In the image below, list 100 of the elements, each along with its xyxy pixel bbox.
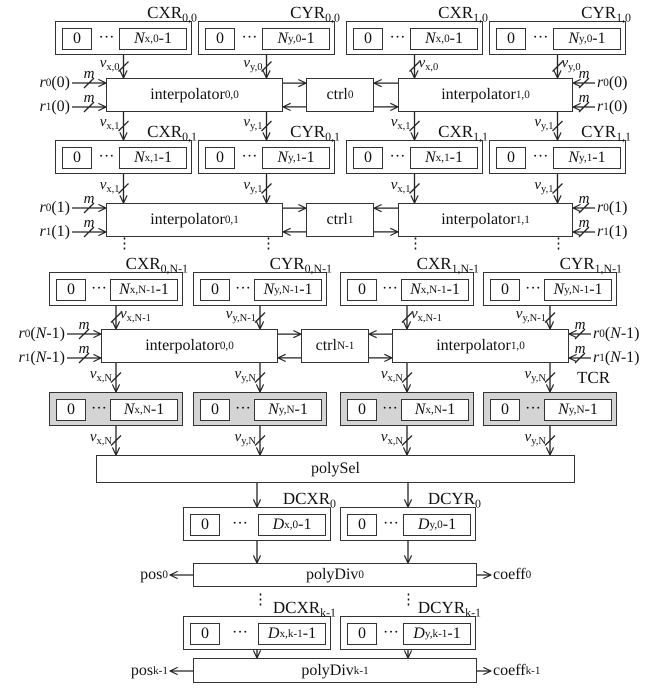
edge-label: m: [578, 90, 590, 106]
arrow: [368, 330, 392, 338]
edge-label: v$_{x,N-1}$: [411, 306, 442, 322]
register-slot: 0: [205, 28, 235, 50]
arrow: [252, 541, 262, 564]
edge-label: m: [84, 90, 94, 106]
edge-label: m: [78, 317, 90, 333]
arrow: [66, 328, 102, 340]
arrow: [66, 352, 102, 364]
ellipsis: ···: [235, 401, 251, 417]
arrow: [118, 54, 130, 79]
arrow: [278, 330, 302, 338]
edge-label: v$_{x,N}$: [380, 366, 403, 382]
arrow: [408, 111, 420, 141]
register-name: CXR$_{0,1}$: [147, 123, 197, 141]
register-slot: 0: [353, 147, 383, 169]
register-name: CYR$_{0,1}$: [290, 123, 340, 141]
edge-label: m: [84, 191, 94, 207]
edge-label: v$_{x,N}$: [380, 428, 403, 444]
edge-label: v$_{y,N}$: [234, 428, 256, 444]
arrow: [260, 111, 272, 141]
arrow: [374, 102, 399, 112]
ellipsis: ···: [232, 516, 248, 532]
register-group-label: TCR: [577, 370, 610, 386]
continuation-dots: ⋮: [117, 236, 132, 252]
edge-label: v$_{x,N}$: [90, 366, 112, 382]
arrow: [401, 305, 413, 330]
ellipsis: ···: [382, 281, 398, 297]
edge-label: m: [84, 66, 94, 82]
arrow: [568, 352, 592, 364]
register-box: [483, 392, 617, 426]
arrow: [169, 666, 193, 676]
register-slot: 0: [190, 514, 220, 536]
edge-label: v$_{y,1}$: [243, 176, 262, 192]
edge-label: m: [574, 317, 586, 333]
arrow: [260, 54, 272, 79]
register-name: CYR$_{1,1}$: [581, 123, 631, 141]
arrow: [401, 362, 413, 393]
register-name: CXR$_{0,0}$: [147, 4, 197, 22]
edge-label: v$_{x,0}$: [418, 54, 438, 70]
register-name: DCXR$_{k-1}$: [272, 599, 336, 617]
edge-label: v$_{x,N-1}$: [120, 306, 151, 322]
arrow: [404, 650, 412, 659]
arrow: [254, 425, 266, 456]
continuation-dots: ⋮: [253, 592, 268, 608]
ellipsis: ···: [98, 149, 114, 165]
arrow: [254, 362, 266, 393]
edge-label: m: [578, 191, 590, 207]
register-slot: 0: [62, 28, 92, 50]
edge-label: v$_{x,1}$: [390, 114, 410, 130]
ellipsis: ···: [91, 281, 107, 297]
edge-label: v$_{y,0}$: [562, 54, 581, 70]
register-slot: 0: [200, 399, 230, 421]
register-name: DCXR$_{0}$: [282, 490, 336, 508]
arrow: [373, 78, 398, 88]
ellipsis: ···: [242, 30, 258, 46]
arrow: [71, 77, 107, 89]
register-slot: 0: [190, 623, 220, 645]
arrow: [404, 483, 412, 508]
register-slot: 0: [347, 279, 377, 301]
register-box: [49, 392, 183, 426]
register-slot: 0: [56, 399, 86, 421]
edge-label: v$_{y,N-1}$: [516, 306, 546, 322]
ellipsis: ···: [232, 625, 248, 641]
arrow: [552, 111, 564, 141]
register-name: CYR$_{1,0}$: [581, 4, 631, 22]
edge-label: m: [84, 215, 94, 231]
arrow: [110, 305, 122, 330]
edge-label: v$_{y,N}$: [524, 366, 546, 382]
ellipsis: ···: [390, 149, 406, 165]
edge-label: v$_{y,1}$: [534, 176, 554, 192]
arrow: [544, 425, 556, 456]
arrow: [572, 226, 596, 238]
edge-label: m: [574, 341, 586, 357]
arrow: [544, 362, 556, 393]
register-box: [193, 392, 327, 426]
arrow: [110, 425, 122, 456]
ellipsis: ···: [98, 30, 114, 46]
arrow: [369, 354, 393, 362]
arrow: [118, 111, 130, 141]
arrow: [71, 226, 107, 238]
register-slot: 0: [490, 279, 520, 301]
register-slot: 0: [353, 28, 383, 50]
register-name: DCYR$_{k-1}$: [418, 599, 481, 617]
arrow: [71, 202, 107, 214]
register-slot: 0: [62, 147, 92, 169]
edge-label: m: [578, 215, 590, 231]
module-box: polySel: [96, 455, 575, 483]
edge-label: v$_{x,N}$: [90, 428, 112, 444]
arrow: [282, 102, 306, 112]
edge-label: v$_{x,1}$: [390, 176, 410, 192]
ellipsis: ···: [532, 149, 548, 165]
ellipsis: ···: [532, 30, 548, 46]
ellipsis: ···: [390, 30, 406, 46]
register-slot: 0: [200, 279, 230, 301]
edge-label: v$_{y,1}$: [243, 114, 262, 130]
ellipsis: ···: [383, 625, 399, 641]
edge-label: v$_{y,N-1}$: [226, 306, 256, 322]
register-slot: 0: [205, 147, 235, 169]
arrow: [568, 328, 592, 340]
